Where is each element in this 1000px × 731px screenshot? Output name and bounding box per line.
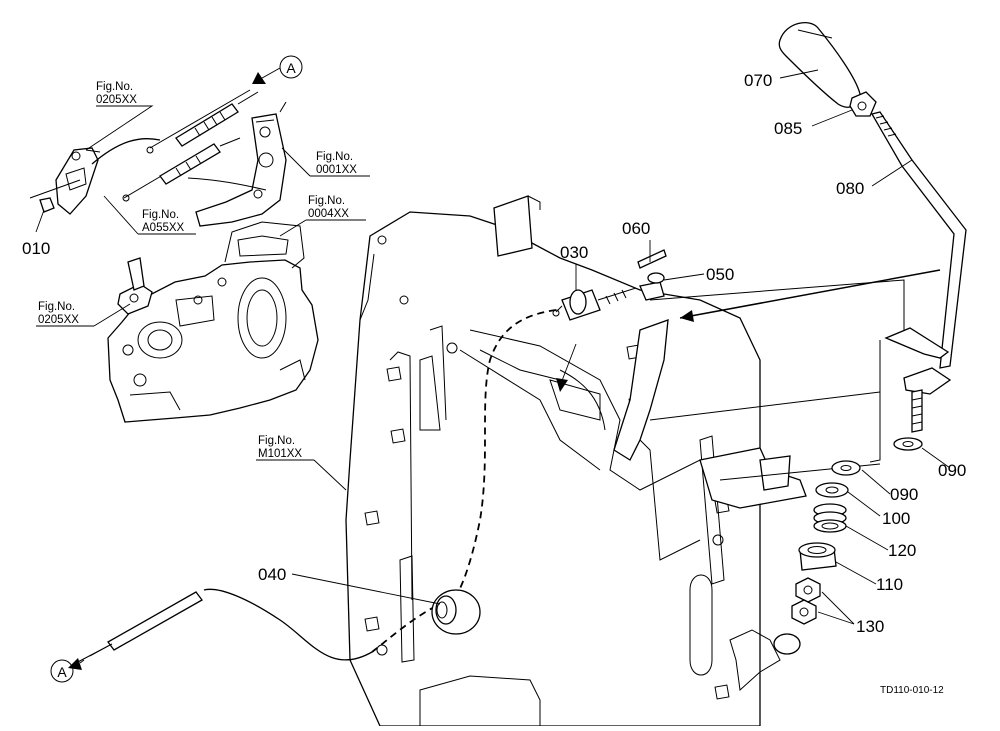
fig-ref-label: Fig.No.	[38, 301, 75, 313]
part-number-label: 090	[938, 461, 966, 480]
fig-ref-code: 0004XX	[308, 208, 349, 220]
cable-end-fitting	[552, 249, 667, 321]
fig-ref-label: Fig.No.	[96, 81, 133, 93]
fig-ref-code: 0205XX	[38, 314, 79, 326]
part-number-label: 080	[836, 179, 864, 198]
connection-mark: A	[286, 60, 296, 76]
fig-ref-label: Fig.No.	[308, 195, 345, 207]
cable-route-dashed	[371, 309, 561, 653]
part-number-label: 085	[774, 119, 802, 138]
fig-ref-label: Fig.No.	[316, 151, 353, 163]
mounting-bracket	[195, 113, 287, 227]
connection-arrow-a-lower	[50, 643, 113, 683]
part-number-label: 100	[882, 509, 910, 528]
grommet	[431, 589, 481, 635]
part-number-label: 090	[890, 485, 918, 504]
fig-ref-label: Fig.No.	[142, 209, 179, 221]
fig-ref-code: 0001XX	[316, 164, 357, 176]
fig-ref-label: Fig.No.	[258, 435, 295, 447]
part-number-labels: 070 085 080 060 030 050 010 090 090 100 …	[22, 71, 966, 636]
connection-arrow-a-upper	[252, 55, 303, 84]
part-number-label: 050	[706, 265, 734, 284]
connection-mark-labels: A A	[57, 60, 296, 680]
part-number-label: 040	[258, 565, 286, 584]
part-number-label: 130	[856, 617, 884, 636]
engine-housing-illustration	[107, 221, 319, 423]
part-number-label: 110	[876, 575, 903, 594]
fig-ref-code: M101XX	[258, 448, 302, 460]
part-number-label: 010	[22, 239, 50, 258]
drawing-code: TD110-010-12	[880, 685, 944, 696]
part-number-label: 060	[622, 219, 650, 238]
lever-assembly	[778, 22, 967, 625]
fig-ref-code: 0205XX	[96, 94, 137, 106]
leader-lines	[35, 69, 951, 625]
lever-linkage	[29, 147, 101, 215]
part-number-label: 070	[744, 71, 772, 90]
part-number-label: 120	[888, 541, 916, 560]
throttle-cable-upper	[91, 89, 287, 202]
connection-mark: A	[57, 664, 67, 680]
part-number-label: 030	[560, 243, 588, 262]
fig-ref-code: A055XX	[142, 222, 185, 234]
figure-reference-labels: Fig.No. 0205XX Fig.No. 0001XX Fig.No. 00…	[38, 81, 357, 460]
throttle-cable-lower	[79, 588, 373, 664]
